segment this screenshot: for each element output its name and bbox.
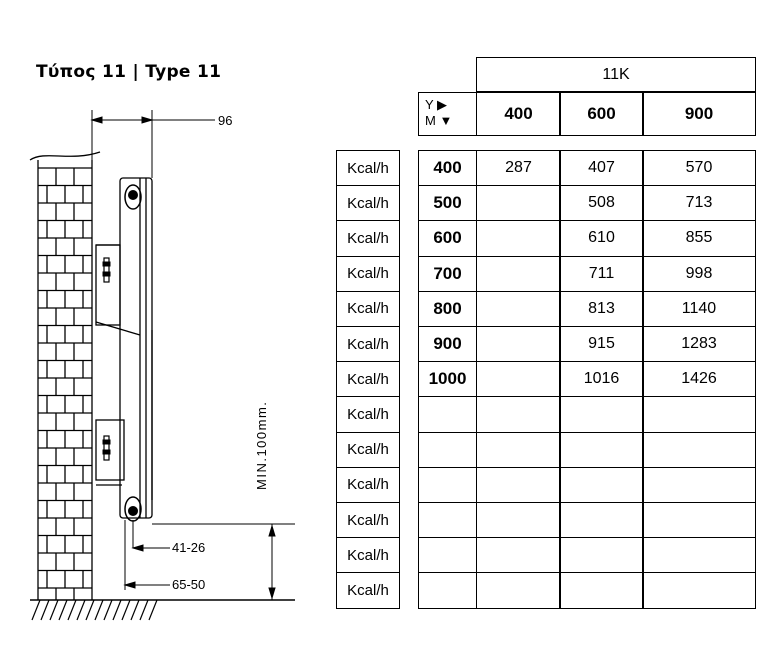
value-cell: [476, 466, 561, 503]
height-cell: 900: [418, 326, 477, 363]
value-cell: [642, 502, 756, 539]
value-cell: 711: [559, 255, 644, 292]
value-cell: [559, 537, 644, 574]
min-height-label: MIN.100mm.: [254, 401, 269, 490]
column-header: 600: [559, 92, 644, 136]
radiator-technical-drawing: 96 MIN.100mm. 41-26 65-50: [29, 110, 295, 621]
height-cell: 1000: [418, 361, 477, 398]
value-cell: 998: [642, 255, 756, 292]
page-title: Τύπος 11 | Type 11: [36, 62, 222, 82]
y-axis-key: Y ▶: [425, 97, 448, 112]
brick-wall: [29, 151, 101, 600]
unit-cell: Kcal/h: [336, 466, 400, 503]
value-cell: [476, 361, 561, 398]
width-label: 96: [218, 113, 232, 128]
value-cell: 570: [642, 150, 756, 187]
value-cell: [642, 431, 756, 468]
value-cell: [476, 537, 561, 574]
floor: [30, 599, 295, 621]
value-cell: [476, 255, 561, 292]
value-cell: [559, 466, 644, 503]
unit-cell: Kcal/h: [336, 150, 400, 187]
height-cell: [418, 431, 477, 468]
unit-cell: Kcal/h: [336, 572, 400, 609]
value-cell: [476, 502, 561, 539]
top-valve-icon: [124, 184, 142, 210]
column-header: 900: [642, 92, 756, 136]
width-dimension: [90, 110, 215, 178]
unit-cell: Kcal/h: [336, 185, 400, 222]
bracket-bottom-icon: [102, 435, 111, 461]
axis-key-cell: Y ▶ M ▼: [418, 92, 477, 136]
value-cell: 855: [642, 220, 756, 257]
offset-label-1: 41-26: [172, 540, 205, 555]
bracket-top-icon: [102, 257, 111, 283]
value-cell: 508: [559, 185, 644, 222]
value-cell: 287: [476, 150, 561, 187]
value-cell: [642, 396, 756, 433]
value-cell: 1426: [642, 361, 756, 398]
offset-dimensions: [123, 520, 170, 590]
unit-cell: Kcal/h: [336, 326, 400, 363]
height-cell: 500: [418, 185, 477, 222]
value-cell: 1016: [559, 361, 644, 398]
height-cell: [418, 572, 477, 609]
column-header: 400: [476, 92, 561, 136]
value-cell: [559, 572, 644, 609]
unit-cell: Kcal/h: [336, 255, 400, 292]
value-cell: [476, 185, 561, 222]
height-cell: [418, 396, 477, 433]
offset-label-2: 65-50: [172, 577, 205, 592]
unit-cell: Kcal/h: [336, 396, 400, 433]
value-cell: [642, 466, 756, 503]
unit-cell: Kcal/h: [336, 502, 400, 539]
value-cell: 713: [642, 185, 756, 222]
value-cell: 610: [559, 220, 644, 257]
value-cell: [559, 396, 644, 433]
unit-cell: Kcal/h: [336, 220, 400, 257]
value-cell: 407: [559, 150, 644, 187]
unit-cell: Kcal/h: [336, 431, 400, 468]
unit-cell: Kcal/h: [336, 361, 400, 398]
value-cell: 813: [559, 290, 644, 327]
value-cell: 1283: [642, 326, 756, 363]
value-cell: [559, 431, 644, 468]
min-height-dimension: [152, 523, 295, 600]
value-cell: [476, 431, 561, 468]
height-cell: [418, 537, 477, 574]
m-axis-key: M ▼: [425, 113, 453, 128]
height-cell: 700: [418, 255, 477, 292]
height-cell: [418, 466, 477, 503]
value-cell: [642, 537, 756, 574]
value-cell: 915: [559, 326, 644, 363]
value-cell: [476, 572, 561, 609]
radiator-panel: [95, 177, 153, 519]
value-cell: [476, 290, 561, 327]
value-cell: [559, 502, 644, 539]
value-cell: [476, 326, 561, 363]
unit-cell: Kcal/h: [336, 290, 400, 327]
unit-cell: Kcal/h: [336, 537, 400, 574]
height-cell: 400: [418, 150, 477, 187]
value-cell: [476, 220, 561, 257]
value-cell: 1140: [642, 290, 756, 327]
height-cell: 600: [418, 220, 477, 257]
height-cell: 800: [418, 290, 477, 327]
group-header: 11K: [476, 57, 756, 92]
value-cell: [642, 572, 756, 609]
value-cell: [476, 396, 561, 433]
height-cell: [418, 502, 477, 539]
